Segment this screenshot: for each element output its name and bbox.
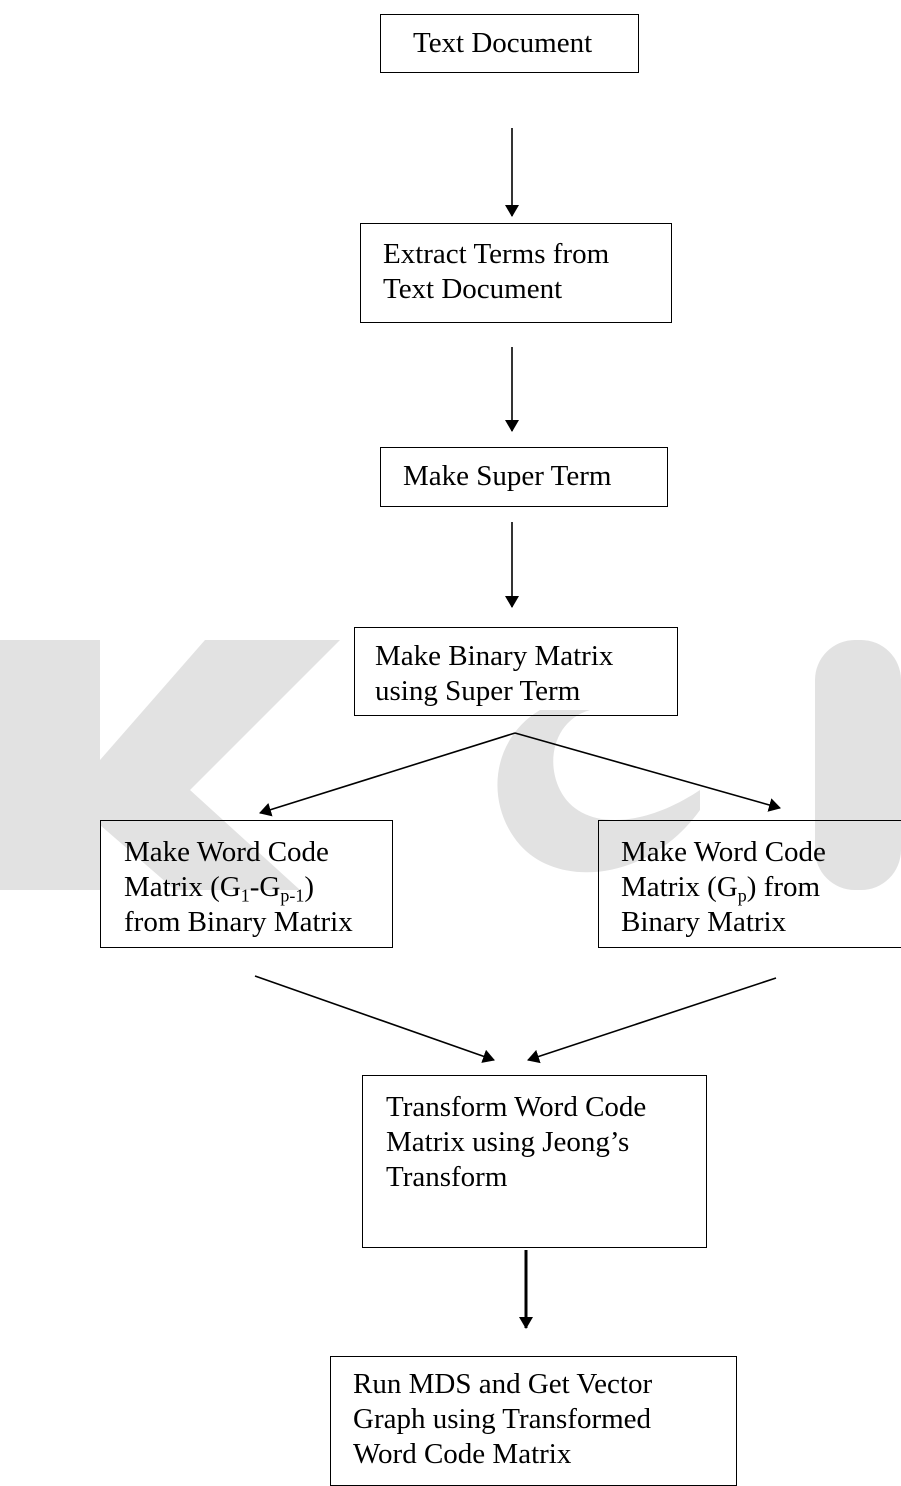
node-jeong-transform: Transform Word Code Matrix using Jeong’s… [362, 1075, 707, 1248]
arrow-right-to-transform [527, 977, 777, 1064]
node-make-super-term-label: Make Super Term [403, 460, 612, 492]
node-word-code-right-line-2: Matrix (Gp) from [621, 871, 821, 906]
node-word-code-right-line-3: Binary Matrix [621, 906, 787, 938]
node-make-super-term: Make Super Term [380, 447, 668, 507]
node-word-code-left-line-1: Make Word Code [124, 836, 329, 868]
node-run-mds-line-2: Graph using Transformed [353, 1403, 652, 1435]
node-run-mds-line-3: Word Code Matrix [353, 1438, 572, 1470]
node-extract-terms: Extract Terms from Text Document [360, 223, 672, 323]
node-jeong-transform-line-1: Transform Word Code [386, 1091, 647, 1123]
node-text-document-label: Text Document [413, 27, 593, 59]
node-word-code-matrix-gp: Make Word Code Matrix (Gp) from Binary M… [598, 820, 901, 948]
node-extract-terms-line-1: Extract Terms from [383, 238, 610, 270]
node-run-mds-line-1: Run MDS and Get Vector [353, 1368, 653, 1400]
node-text-document: Text Document [380, 14, 639, 73]
node-jeong-transform-line-3: Transform [386, 1161, 508, 1193]
arrow-binary-to-right [514, 732, 781, 812]
node-make-binary-matrix-line-2: using Super Term [375, 675, 581, 707]
node-word-code-right-line-1: Make Word Code [621, 836, 826, 868]
arrow-binary-to-left [259, 732, 516, 817]
node-word-code-left-line-2: Matrix (G1-Gp-1) [124, 871, 314, 906]
node-jeong-transform-line-2: Matrix using Jeong’s [386, 1126, 630, 1158]
node-make-binary-matrix: Make Binary Matrix using Super Term [354, 627, 678, 716]
node-word-code-matrix-g1-gp1: Make Word Code Matrix (G1-Gp-1) from Bin… [100, 820, 393, 948]
node-extract-terms-line-2: Text Document [383, 273, 563, 305]
node-word-code-left-line-3: from Binary Matrix [124, 906, 353, 938]
node-make-binary-matrix-line-1: Make Binary Matrix [375, 640, 614, 672]
arrow-left-to-transform [254, 975, 495, 1063]
node-run-mds: Run MDS and Get Vector Graph using Trans… [330, 1356, 737, 1486]
